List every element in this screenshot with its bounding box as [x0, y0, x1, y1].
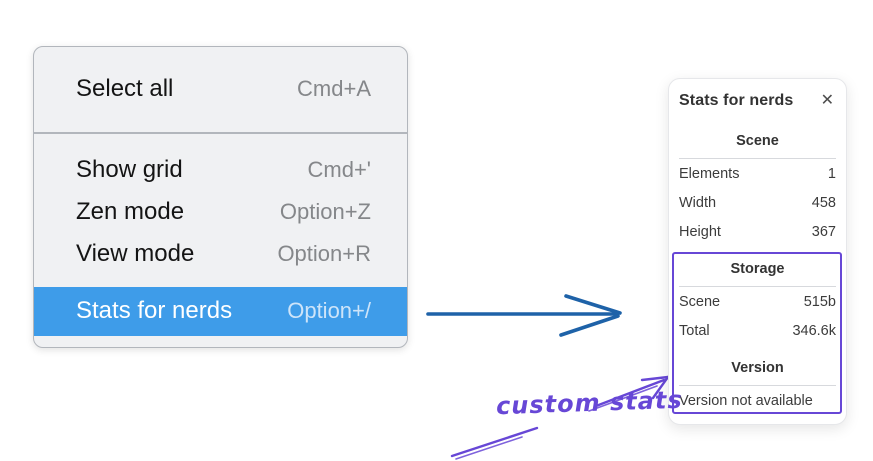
menu-item-show-grid[interactable]: Show grid Cmd+' [34, 149, 407, 191]
context-menu: Select all Cmd+A Show grid Cmd+' Zen mod… [33, 46, 408, 348]
stat-label: Scene [679, 294, 721, 310]
menu-item-view-mode[interactable]: View mode Option+R [34, 233, 407, 275]
stat-row-width: Width 458 [679, 189, 836, 217]
blue-arrow [426, 294, 622, 337]
stat-value: 1 [827, 166, 836, 182]
stats-panel-title: Stats for nerds [679, 92, 794, 109]
section-header-version: Version [731, 360, 784, 376]
menu-item-label: View mode [76, 239, 195, 267]
stat-value: 346.6k [792, 323, 836, 339]
stat-value: 515b [803, 294, 836, 310]
stat-value: 367 [811, 224, 836, 240]
menu-item-shortcut: Option+R [277, 240, 371, 266]
menu-item-stats-for-nerds[interactable]: Stats for nerds Option+/ [34, 286, 407, 336]
menu-item-shortcut: Option+/ [287, 298, 371, 323]
menu-item-label: Stats for nerds [76, 297, 233, 324]
stats-panel-header: Stats for nerds ✕ [679, 89, 836, 113]
stat-row-height: Height 367 [679, 218, 836, 246]
stat-label: Height [679, 224, 721, 240]
stat-label: Elements [679, 166, 740, 182]
section-divider [679, 286, 836, 287]
menu-divider [34, 132, 407, 134]
section-header-scene: Scene [736, 133, 779, 149]
version-note: Version not available [679, 393, 813, 409]
section-divider [679, 158, 836, 159]
close-icon[interactable]: ✕ [820, 92, 834, 109]
section-divider [679, 385, 836, 386]
menu-item-zen-mode[interactable]: Zen mode Option+Z [34, 191, 407, 233]
stat-row-storage-total: Total 346.6k [679, 317, 836, 345]
menu-item-label: Select all [76, 75, 174, 102]
menu-item-label: Show grid [76, 155, 183, 183]
stat-label: Width [679, 195, 717, 211]
annotation-label: custom stats [495, 385, 684, 421]
menu-item-shortcut: Cmd+A [297, 76, 371, 101]
stat-value: 458 [811, 195, 836, 211]
stat-label: Total [679, 323, 710, 339]
stat-row-elements: Elements 1 [679, 160, 836, 188]
menu-item-shortcut: Cmd+' [307, 156, 372, 182]
menu-item-select-all[interactable]: Select all Cmd+A [34, 61, 407, 117]
section-header-storage: Storage [730, 261, 785, 277]
menu-item-shortcut: Option+Z [279, 198, 371, 224]
menu-item-label: Zen mode [76, 197, 185, 225]
stat-row-storage-scene: Scene 515b [679, 288, 836, 316]
stats-panel: Stats for nerds ✕ Scene Elements 1 Width… [668, 78, 847, 425]
